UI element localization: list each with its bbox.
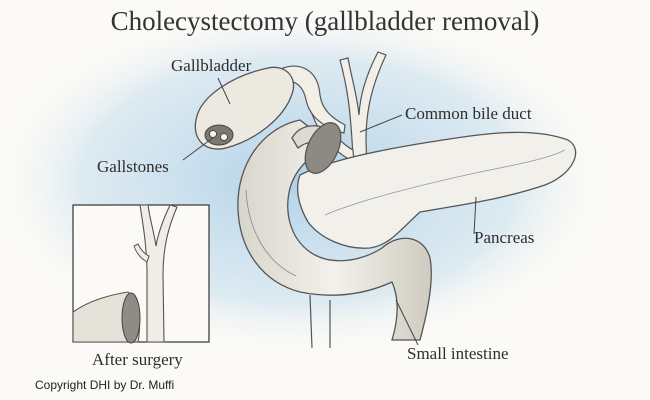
- gallstone-1: [209, 130, 217, 138]
- label-common-bile-duct: Common bile duct: [405, 104, 532, 123]
- after-surgery-inset: [72, 204, 210, 344]
- label-gallbladder: Gallbladder: [171, 56, 252, 75]
- gallstone-2: [220, 133, 228, 141]
- page-title: Cholecystectomy (gallbladder removal): [110, 6, 540, 36]
- leader-lines: [182, 77, 477, 346]
- cystic-duct-shape: [277, 65, 346, 134]
- label-after-surgery: After surgery: [92, 350, 183, 369]
- label-pancreas: Pancreas: [474, 228, 535, 247]
- label-gallstones: Gallstones: [97, 157, 169, 176]
- label-small-intestine: Small intestine: [407, 344, 509, 363]
- gallbladder-opening: [204, 124, 234, 146]
- copyright-notice: Copyright DHI by Dr. Muffi: [35, 378, 175, 392]
- pancreas-shape: [297, 131, 577, 249]
- small-intestine-shape: [237, 119, 432, 341]
